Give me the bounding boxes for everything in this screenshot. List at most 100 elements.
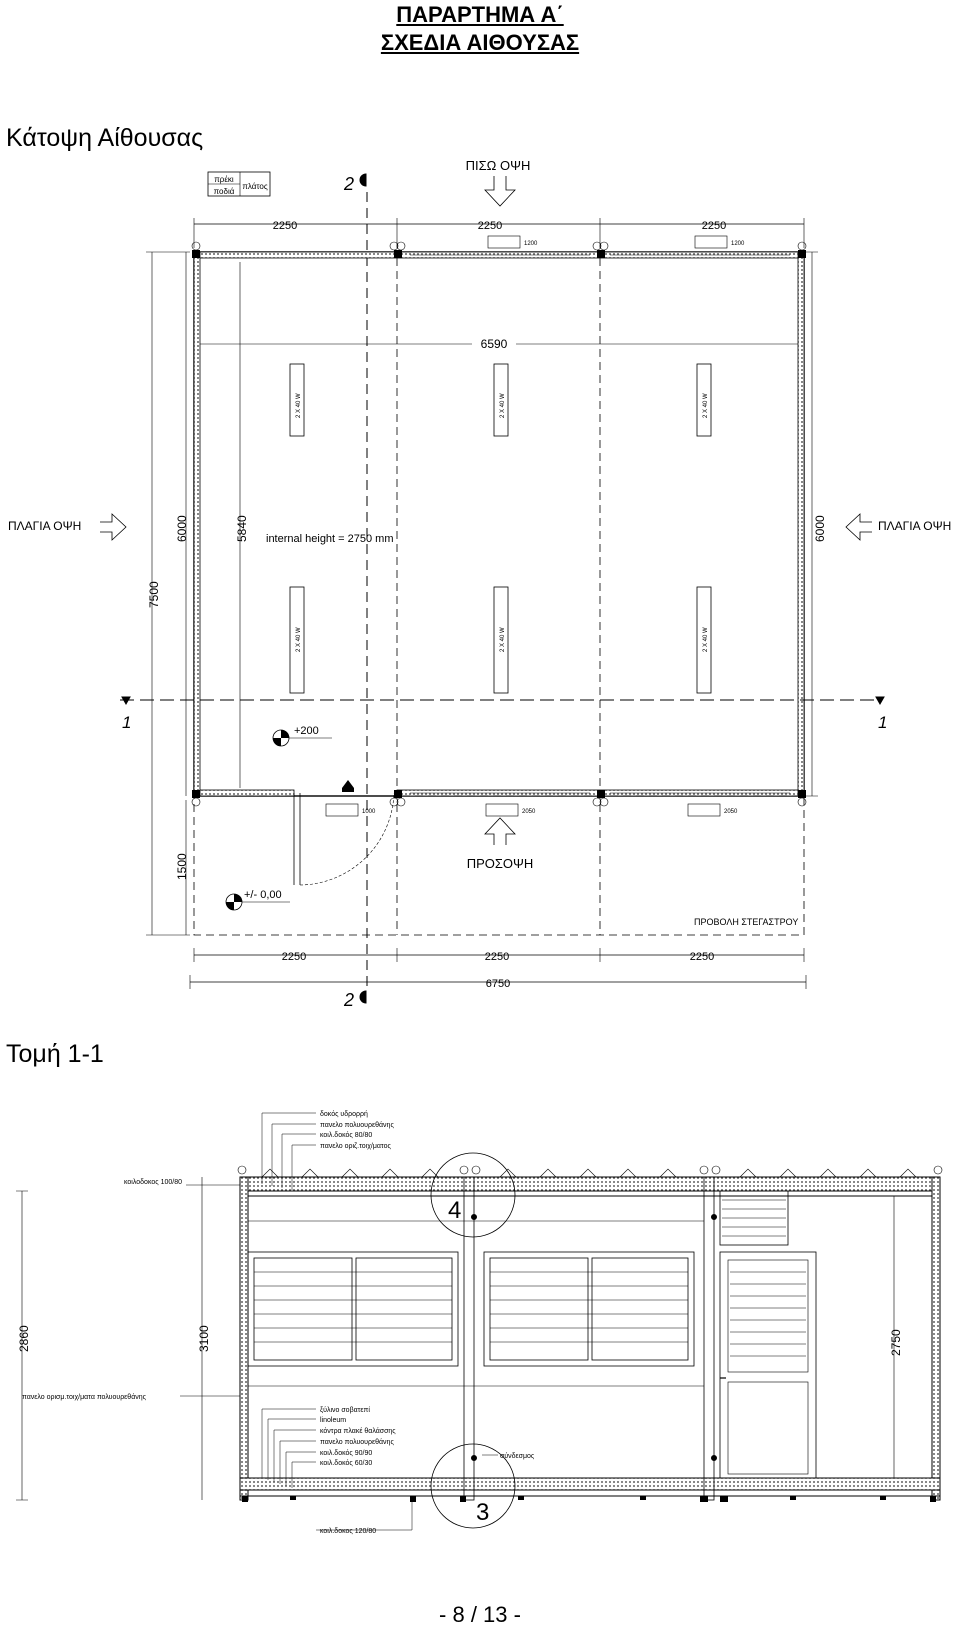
dim-2860: 2860: [17, 1325, 31, 1352]
roof-label-4: πανελο οριζ.τοιχ/ματος: [320, 1143, 391, 1150]
section-arrow-2-top: [359, 173, 367, 187]
floor-panel: [239, 1477, 941, 1491]
section-mark-2-top: 2: [343, 174, 354, 194]
floor-label-2: linoleum: [320, 1417, 346, 1424]
floor-plan-heading: Κάτοψη Αίθουσας: [6, 124, 204, 152]
roof-panel: [239, 1176, 941, 1192]
light-label: 2 X 40 W: [500, 627, 506, 652]
detail-3: 3: [476, 1499, 489, 1526]
dim-top-2: 2250: [478, 220, 502, 232]
front-view-label: ΠΡΟΣΟΨΗ: [467, 856, 534, 871]
wall-left: [239, 1176, 249, 1501]
section-mark-2-bottom: 2: [343, 990, 354, 1010]
annex-title: ΠΑΡΑΡΤΗΜΑ Α΄: [396, 2, 564, 27]
dim-bottom-3: 2250: [690, 951, 714, 963]
roof-label-3: κοιλ.δοκός 80/80: [320, 1131, 372, 1139]
corner-posts: [192, 250, 806, 798]
window-front-2: 2050: [724, 809, 738, 815]
section-arrow-1-right: [875, 696, 885, 706]
document-title: ΣΧΕΔΙΑ ΑΙΘΟΥΣΑΣ: [380, 30, 580, 55]
floor-label-3: κόντρα πλακέ θαλάσσης: [320, 1427, 396, 1435]
light-fixture: [696, 586, 712, 694]
detail-circle-4: [430, 1152, 516, 1238]
wall-right: [931, 1176, 941, 1501]
front-windows: 2050 2050: [410, 792, 790, 817]
light-label: 2 X 40 W: [296, 627, 302, 652]
table-cell-width: πλάτος: [242, 182, 268, 191]
light-label: 2 X 40 W: [296, 393, 302, 418]
window-rear-2: 1200: [731, 241, 745, 247]
dim-left-1500: 1500: [175, 853, 189, 880]
dim-top-3: 2250: [702, 220, 726, 232]
side-view-left-label: ΠΛΑΓΙΑ ΟΨΗ: [8, 519, 81, 533]
light-label: 2 X 40 W: [703, 627, 709, 652]
entrance-arrow: [342, 780, 354, 788]
light-fixture: [493, 363, 509, 437]
floor-label-1: ξύλινο σοβατεπί: [320, 1406, 370, 1414]
table-cell-sill: ποδιά: [214, 187, 235, 196]
light-fixture: [289, 586, 305, 694]
dim-left-7500: 7500: [147, 581, 161, 608]
dim-bottom-1: 2250: [282, 951, 306, 963]
transom-louvre: [719, 1190, 789, 1246]
roof-ribs: [261, 1168, 917, 1178]
side-view-left-arrow: [100, 513, 127, 541]
door-elevation: [719, 1251, 817, 1479]
dim-2750: 2750: [889, 1329, 903, 1356]
wall-left-label: πανελο ορισμ.τοιχ/ματα πολυουρεθάνης: [22, 1393, 147, 1401]
window-rear-1: 1200: [524, 241, 538, 247]
dim-bottom-2: 2250: [485, 951, 509, 963]
rear-view-label: ΠΙΣΩ ΟΨΗ: [466, 158, 531, 173]
canopy-label: ΠΡΟΒΟΛΗ ΣΤΕΓΑΣΤΡΟΥ: [694, 917, 798, 927]
module-post-1: [463, 1176, 475, 1501]
dim-right-6000: 6000: [813, 515, 827, 542]
light-fixture: [493, 586, 509, 694]
light-label: 2 X 40 W: [703, 393, 709, 418]
section-mark-1-right: 1: [878, 713, 887, 732]
dim-top-1: 2250: [273, 220, 297, 232]
section-drawing: 4 3 2860 3100 2750 δοκός υδρορρή πανελο …: [16, 1110, 943, 1535]
internal-height-note: internal height = 2750 mm: [266, 533, 394, 545]
section-arrow-2-bottom: [359, 990, 367, 1004]
post-bolts: [191, 241, 807, 807]
sill-table: πρέκι ποδιά πλάτος: [207, 171, 271, 197]
dim-inner-width: 6590: [481, 337, 508, 351]
door-width: 1000: [362, 809, 376, 815]
dim-left-6000: 6000: [175, 515, 189, 542]
front-view-arrow: [484, 817, 516, 845]
light-label: 2 X 40 W: [500, 393, 506, 418]
detail-circle-3: [430, 1443, 516, 1529]
floor-plan: πρέκι ποδιά πλάτος 2250 2250 2250 ΠΙΣΩ Ο…: [8, 158, 951, 1010]
window-front-1: 2050: [522, 809, 536, 815]
rear-view-arrow: [484, 176, 516, 207]
building-outline: [193, 251, 805, 797]
table-cell-lintel: πρέκι: [214, 175, 234, 184]
level-floor: +200: [294, 725, 319, 737]
light-fixture: [289, 363, 305, 437]
detail-4: 4: [448, 1197, 461, 1224]
roof-left-label: κοιλοδοκος 100/80: [124, 1179, 182, 1186]
dim-left-5840: 5840: [235, 515, 249, 542]
section-heading: Τομή 1-1: [6, 1040, 104, 1068]
window-slats: [254, 1271, 688, 1343]
canopy-outline: [193, 795, 805, 936]
light-fixture: [696, 363, 712, 437]
floor-leaders: [261, 1408, 498, 1531]
floor-label-5: κοιλ.δοκός 90/90: [320, 1449, 372, 1457]
dim-3100: 3100: [197, 1325, 211, 1352]
base-label: κοιλ.δοκος 120/80: [320, 1528, 376, 1535]
page-number: - 8 / 13 -: [439, 1602, 521, 1627]
roof-label-1: δοκός υδρορρή: [320, 1110, 368, 1118]
side-view-right-arrow: [845, 513, 872, 541]
roof-leaders: [186, 1112, 316, 1190]
floor-label-6: κοιλ.δοκός 60/30: [320, 1459, 372, 1467]
dim-total-width: 6750: [486, 978, 510, 990]
side-view-right-label: ΠΛΑΓΙΑ ΟΨΗ: [878, 519, 951, 533]
windows-elevation: [247, 1251, 695, 1367]
rear-windows: 1200 1200: [410, 235, 790, 256]
light-fixtures: 2 X 40 W 2 X 40 W 2 X 40 W 2 X 40 W 2 X …: [289, 363, 712, 694]
level-ground: +/- 0,00: [244, 889, 282, 901]
section-mark-1-left: 1: [122, 713, 131, 732]
joint-label: σύνδεσμος: [500, 1452, 535, 1460]
